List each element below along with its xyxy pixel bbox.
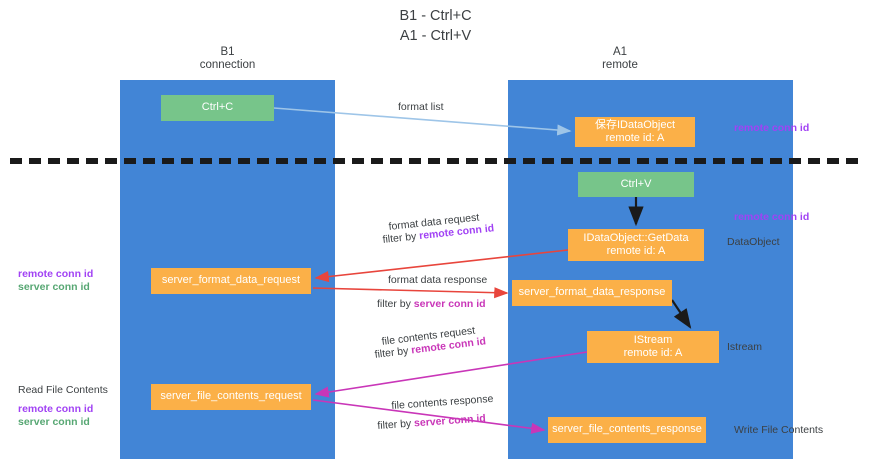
annotation-remote-conn-id-mid: remote conn id	[734, 211, 810, 223]
node-idataobject-getdata[interactable]: IDataObject::GetData remote id: A	[568, 229, 704, 261]
edge-label-format-data-response: format data response	[388, 274, 487, 287]
edge-file-contents-request	[314, 351, 588, 398]
edge-label-format-data-response-filter: filter by server conn id	[377, 298, 486, 311]
node-save-idataobject-sublabel: remote id: A	[605, 132, 665, 144]
edge-file-contents-response	[312, 399, 546, 434]
lane-header-a1: A1 remote	[545, 46, 695, 72]
node-ctrl-v[interactable]: Ctrl+V	[578, 172, 694, 197]
annotation-left-remote-conn-id: remote conn id	[18, 268, 94, 280]
edge-label-format-list: format list	[398, 101, 444, 114]
title-line-1: B1 - Ctrl+C	[399, 8, 472, 24]
filter-prefix: filter by	[377, 298, 414, 310]
lane-header-a1-name: A1	[612, 46, 628, 58]
lane-header-b1-name: B1	[220, 46, 235, 58]
node-ctrl-v-label: Ctrl+V	[620, 177, 652, 190]
node-idataobject-getdata-label: IDataObject::GetData	[583, 231, 689, 244]
filter-prefix: filter by	[377, 417, 415, 432]
node-server-file-contents-response[interactable]: server_file_contents_response	[548, 417, 706, 443]
node-istream[interactable]: IStream remote id: A	[587, 331, 719, 363]
node-istream-sublabel: remote id: A	[623, 347, 683, 359]
lane-header-a1-subtitle: remote	[602, 59, 638, 71]
edge-label-format-data-response-text: format data response	[388, 274, 488, 286]
node-ctrl-c-label: Ctrl+C	[201, 101, 234, 114]
annotation-left-server-conn-id: server conn id	[18, 281, 90, 293]
node-idataobject-getdata-sublabel: remote id: A	[606, 245, 666, 257]
node-server-file-contents-response-label: server_file_contents_response	[552, 423, 702, 436]
annotation-remote-conn-id-top: remote conn id	[734, 122, 810, 134]
node-server-file-contents-request-label: server_file_contents_request	[160, 390, 302, 403]
filter-prefix: filter by	[382, 230, 420, 246]
lane-header-b1: B1 connection	[155, 46, 300, 72]
edge-format-data-response	[312, 287, 509, 299]
filter-key-server-conn-id: server conn id	[413, 298, 486, 310]
node-server-file-contents-request[interactable]: server_file_contents_request	[151, 384, 311, 410]
title-line-2: A1 - Ctrl+V	[399, 28, 472, 44]
annotation-left-conn-ids: remote conn id server conn id	[18, 268, 118, 294]
node-server-format-data-request[interactable]: server_format_data_request	[151, 268, 311, 294]
annotation-read-file-contents-group: Read File Contents remote conn id server…	[18, 384, 128, 429]
annotation-istream: Istream	[727, 341, 763, 353]
node-save-idataobject-label: 保存IDataObject	[594, 118, 676, 131]
annotation-write-file-contents: Write File Contents	[734, 424, 824, 436]
annotation-left-remote-conn-id-2: remote conn id	[18, 403, 94, 415]
edge-label-format-list-text: format list	[398, 101, 444, 113]
lane-header-b1-subtitle: connection	[199, 59, 256, 71]
annotation-left-server-conn-id-2: server conn id	[18, 416, 90, 428]
node-server-format-data-response-label: server_format_data_response	[518, 286, 666, 299]
annotation-read-file-contents: Read File Contents	[18, 384, 108, 396]
node-istream-label: IStream	[633, 333, 673, 346]
annotation-dataobject: DataObject	[727, 236, 780, 248]
page-title: B1 - Ctrl+C A1 - Ctrl+V	[0, 6, 871, 46]
node-ctrl-c[interactable]: Ctrl+C	[161, 95, 274, 121]
node-server-format-data-request-label: server_format_data_request	[161, 274, 301, 287]
node-server-format-data-response[interactable]: server_format_data_response	[512, 280, 672, 306]
edge-response-istream	[671, 299, 692, 329]
node-save-idataobject[interactable]: 保存IDataObject remote id: A	[575, 117, 695, 147]
edge-format-list	[273, 107, 572, 136]
edge-format-data-request	[314, 249, 569, 283]
